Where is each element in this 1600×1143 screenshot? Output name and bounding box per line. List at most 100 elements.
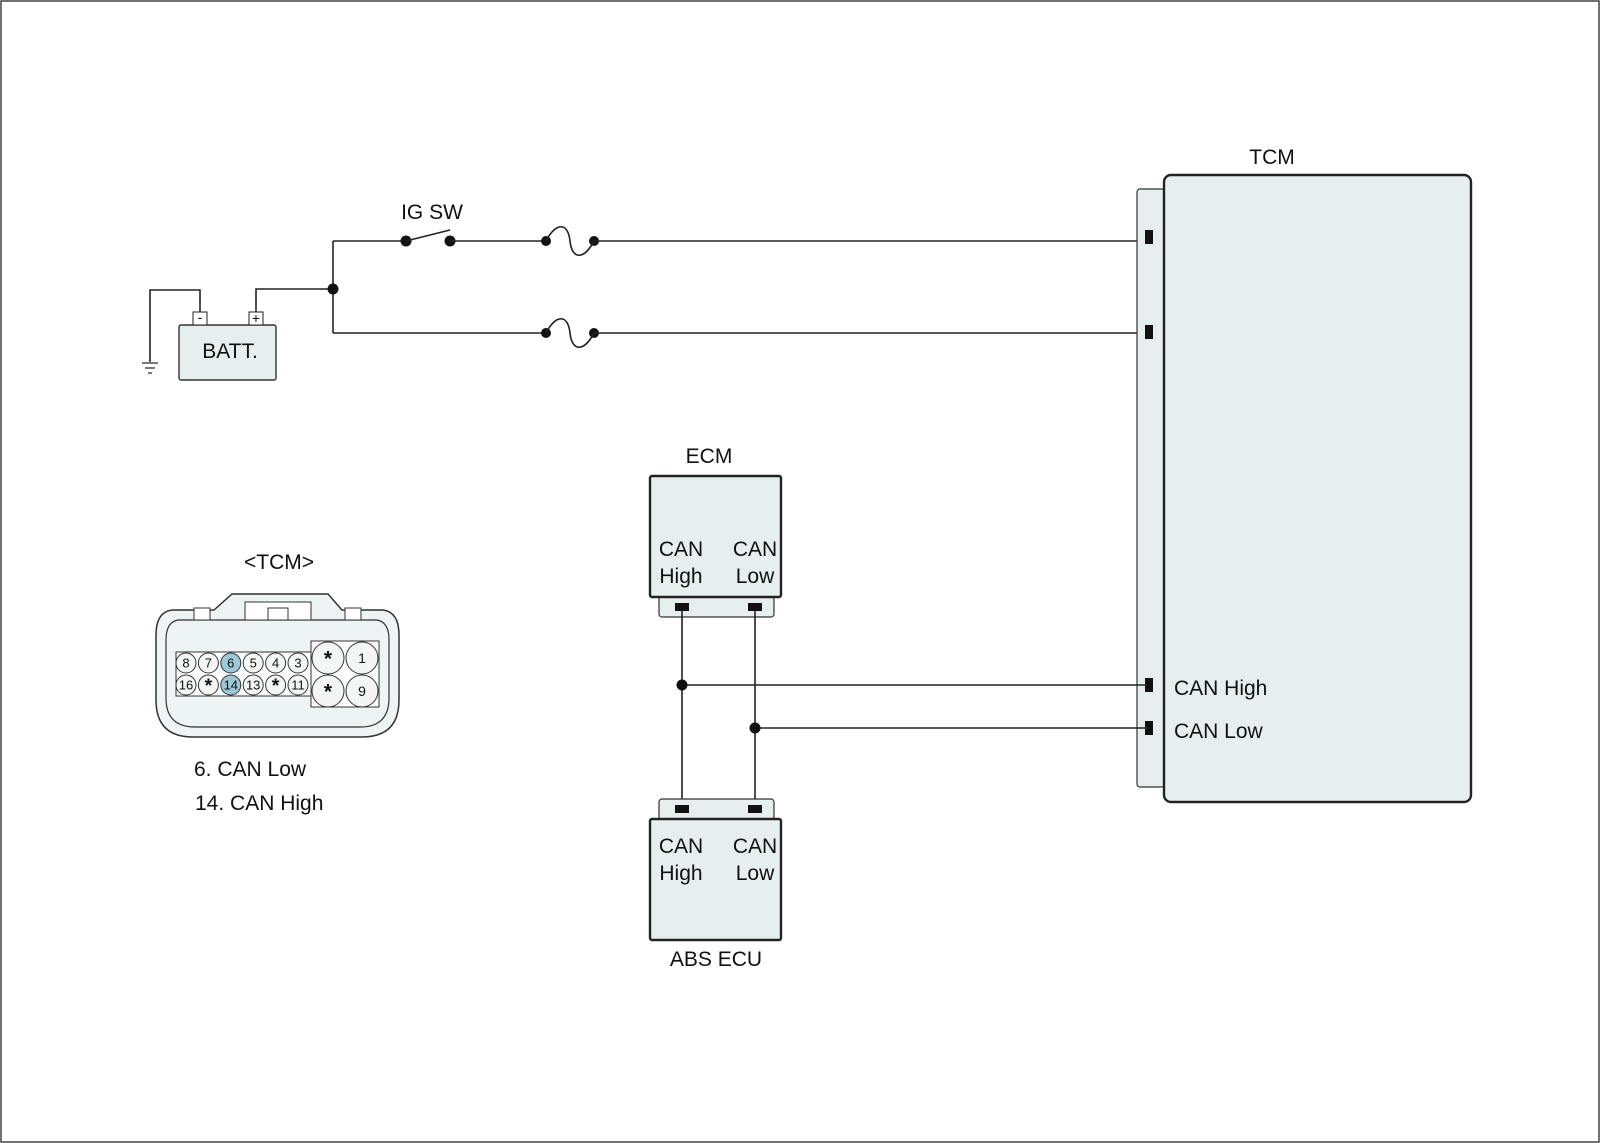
tcm-pin <box>1145 721 1153 735</box>
tcm-pin <box>1145 325 1153 339</box>
connector-pin: 1 <box>345 641 379 675</box>
connector-pin-socket <box>311 674 345 708</box>
connector-pin: * <box>311 674 345 708</box>
connector-pin-socket <box>197 674 219 696</box>
abs-ecu-body <box>648 817 783 942</box>
connector-pin-socket <box>287 652 309 674</box>
battery-plus-sign: + <box>252 310 260 326</box>
connector-pin-socket <box>287 674 309 696</box>
connector-pin-number: 3 <box>294 656 301 671</box>
ecm-label: ECM <box>686 445 733 468</box>
connector-pin-number: 1 <box>358 650 366 666</box>
connector-pin-socket <box>311 641 345 675</box>
connector-inner-outline <box>165 619 390 728</box>
battery-negative-terminal <box>192 311 208 326</box>
connector-pin: 16 <box>175 674 197 696</box>
battery-positive-wire <box>255 288 333 312</box>
connector-title: <TCM> <box>244 551 314 574</box>
connector-pin: * <box>265 674 287 697</box>
abs-ecu-module: CAN High CAN Low ABS ECU <box>648 798 783 971</box>
connector-latch <box>193 607 211 621</box>
connector-pin: 6 <box>220 652 242 674</box>
connector-pin: * <box>197 674 219 697</box>
connector-legend-line: 6. CAN Low <box>194 758 307 781</box>
can-bus-wiring <box>676 611 1147 801</box>
connector-pin-socket <box>197 652 219 674</box>
connector-pin-number: 11 <box>291 678 305 693</box>
ground-icon <box>142 362 158 374</box>
can-low-splice <box>749 722 761 734</box>
ecm-module: ECM CAN High CAN Low <box>648 445 783 618</box>
connector-pin: 4 <box>265 652 287 674</box>
connector-pin-socket <box>265 674 287 696</box>
connector-pin-socket <box>175 652 197 674</box>
connector-pin-socket <box>345 674 379 708</box>
abs-can-high-label: High <box>659 862 702 885</box>
connector-pin-number: 4 <box>272 656 279 671</box>
ecm-can-low-label: Low <box>736 565 775 588</box>
connector-pin-socket <box>242 674 264 696</box>
connector-pin: * <box>311 641 345 675</box>
connector-pin: 5 <box>242 652 264 674</box>
connector-pin-socket <box>242 652 264 674</box>
tcm-body <box>1162 173 1473 804</box>
can-high-splice <box>676 679 688 691</box>
connector-pin-number: 9 <box>358 683 366 699</box>
abs-pin <box>748 805 762 813</box>
battery-minus-sign: - <box>198 309 203 325</box>
battery: - + BATT. <box>142 289 277 381</box>
ecm-pin <box>675 603 689 611</box>
connector-pin-number: * <box>205 675 213 697</box>
connector-pin-socket <box>175 674 197 696</box>
ecm-can-low-label: CAN <box>733 538 777 561</box>
connector-pin: 9 <box>345 674 379 708</box>
connector-pin-socket <box>220 652 242 674</box>
connector-lock-center <box>267 607 289 621</box>
connector-pin-number: 13 <box>246 678 260 693</box>
connector-pin-number: 6 <box>227 656 234 671</box>
battery-body <box>178 324 277 381</box>
abs-pin <box>675 805 689 813</box>
tcm-pin <box>1145 678 1153 692</box>
connector-pin: 3 <box>287 652 309 674</box>
connector-legend-line: 14. CAN High <box>195 792 323 815</box>
connector-pin-number: 14 <box>224 678 238 693</box>
connector-pin-number: 7 <box>205 656 212 671</box>
connector-pin: 11 <box>287 674 309 696</box>
connector-pin-socket <box>265 652 287 674</box>
ecm-pin <box>748 603 762 611</box>
ground-wire <box>149 289 201 362</box>
abs-can-high-label: CAN <box>659 835 703 858</box>
connector-pin-number: 16 <box>179 678 193 693</box>
connector-pin-number: * <box>272 675 280 697</box>
connector-pin-socket <box>345 641 379 675</box>
connector-pin-number: 5 <box>250 656 257 671</box>
connector-pin-number: 8 <box>182 656 189 671</box>
ignition-switch-label: IG SW <box>401 201 463 224</box>
connector-latch <box>344 607 362 621</box>
battery-label: BATT. <box>202 340 258 363</box>
ecm-can-high-label: High <box>659 565 702 588</box>
abs-can-low-label: Low <box>736 862 775 885</box>
tcm-module: TCM CAN High CAN Low <box>1136 146 1473 804</box>
tcm-connector-strip <box>1136 188 1166 788</box>
tcm-label: TCM <box>1249 146 1295 169</box>
connector-pin: 8 <box>175 652 197 674</box>
abs-ecu-label: ABS ECU <box>670 948 762 971</box>
tcm-pin <box>1145 230 1153 244</box>
power-wiring: IG SW <box>255 201 1147 349</box>
ecm-can-high-label: CAN <box>659 538 703 561</box>
splice-point <box>327 283 339 295</box>
connector-pin-socket <box>220 674 242 696</box>
connector-pin: 14 <box>220 674 242 696</box>
ecm-body <box>648 474 783 599</box>
tcm-can-low-label: CAN Low <box>1174 720 1264 743</box>
tcm-can-high-label: CAN High <box>1174 677 1267 700</box>
connector-pin-number: * <box>324 681 333 704</box>
connector-pin: 7 <box>197 652 219 674</box>
connector-pin: 13 <box>242 674 264 696</box>
connector-pin-number: * <box>324 648 333 671</box>
